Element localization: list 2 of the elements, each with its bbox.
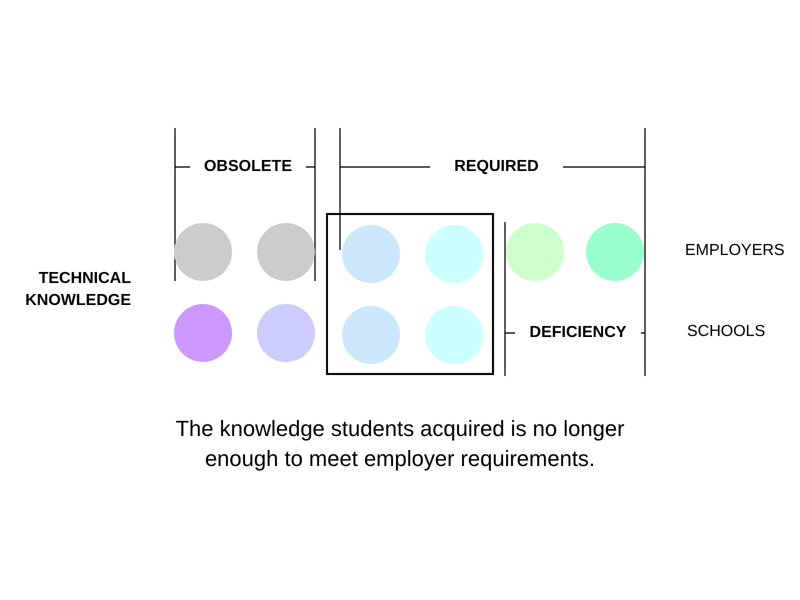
overlap-frame: [326, 213, 494, 375]
caption: The knowledge students acquired is no longer enough to meet employer requirements.: [174, 415, 626, 473]
